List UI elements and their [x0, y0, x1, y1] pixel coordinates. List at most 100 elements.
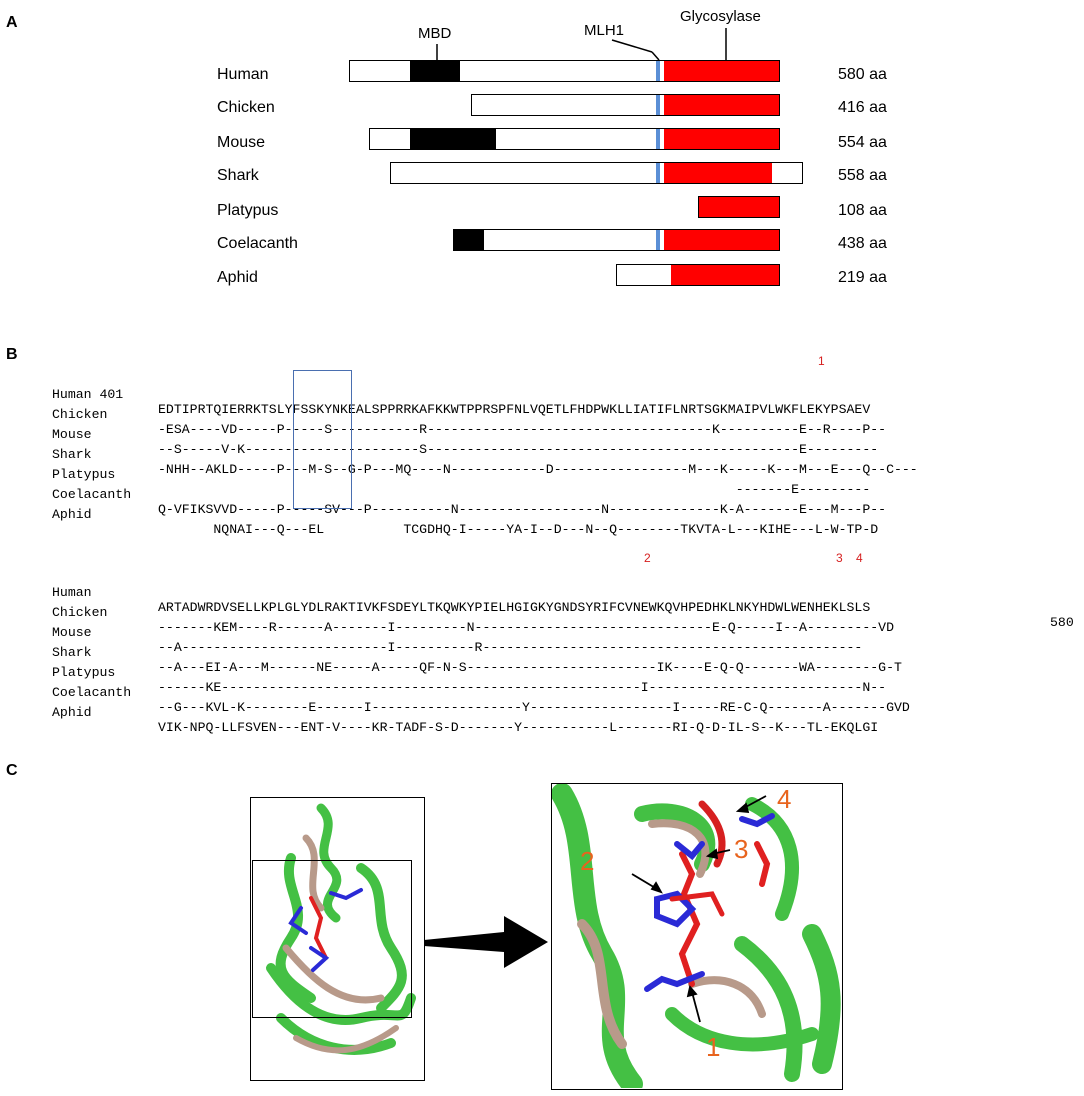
mlh1-motif — [656, 95, 660, 115]
glycosylase-domain — [664, 129, 779, 149]
glycosylase-domain — [664, 95, 779, 115]
alignment-block-1: Human 401 EDTIPRTQIERRKTSLYFSSKYNKEALSPP… — [0, 372, 1084, 537]
panel-a-letter: A — [6, 14, 18, 31]
alignment-row: Coelacanth Q-VFIKSVVD-----P-----SV---P--… — [0, 472, 886, 517]
sequence: --G---KVL-K--------E------I-------------… — [158, 700, 910, 715]
protein-bar-chicken — [471, 94, 780, 116]
residue-label-4: 4 — [777, 784, 792, 814]
glycosylase-domain — [664, 61, 779, 81]
zoom-arrow-icon — [424, 916, 548, 968]
panel-b-letter: B — [6, 346, 18, 363]
alignment-row: Human 401 EDTIPRTQIERRKTSLYFSSKYNKEALSPP… — [0, 372, 870, 417]
residue-label-1: 1 — [706, 1032, 721, 1062]
domain-leader-lines — [436, 28, 727, 61]
sequence: --A---EI-A---M------NE-----A-----QF-N-S-… — [158, 660, 902, 675]
protein-ribbon-overview — [266, 803, 416, 1055]
mbd-label: MBD — [418, 25, 452, 42]
sequence: -NHH--AKLD-----P---M-S--G-P---MQ----N---… — [158, 462, 918, 477]
length-shark: 558 aa — [838, 167, 887, 184]
length-human: 580 aa — [838, 66, 887, 83]
sequence-name: Human — [52, 585, 92, 600]
species-label-aphid: Aphid — [217, 269, 258, 286]
sequence-name: Aphid — [52, 507, 92, 522]
mlh1-motif — [656, 129, 660, 149]
sequence-name: Coelacanth — [52, 487, 132, 502]
alignment-row: Chicken -------KEM----R------A-------I--… — [0, 590, 894, 635]
protein-bar-human — [349, 60, 780, 82]
sequence-name: Shark — [52, 447, 92, 462]
zoom-region-box — [252, 860, 412, 1018]
alignment-row: Platypus ------KE-----------------------… — [0, 650, 886, 695]
sequence: -ESA----VD-----P-----S-----------R------… — [158, 422, 887, 437]
sequence-name: Chicken — [52, 605, 108, 620]
alignment-row: Platypus -------E--------- — [0, 452, 870, 497]
mbd-domain — [410, 129, 496, 149]
species-label-coelacanth: Coelacanth — [217, 235, 298, 252]
species-label-chicken: Chicken — [217, 99, 275, 116]
length-aphid: 219 aa — [838, 269, 887, 286]
protein-ribbon-zoom — [552, 784, 841, 1089]
structure-zoom-image: 4 3 2 1 — [551, 783, 843, 1090]
species-label-platypus: Platypus — [217, 202, 279, 219]
sequence: --A--------------------------I----------… — [158, 640, 863, 655]
species-label-human: Human — [217, 66, 269, 83]
alignment-row: Aphid VIK-NPQ-LLFSVEN---ENT-V----KR-TADF… — [0, 690, 878, 735]
alignment-row: Shark -NHH--AKLD-----P---M-S--G-P---MQ--… — [0, 432, 918, 477]
site-marker-3: 3 — [836, 551, 843, 565]
species-label-shark: Shark — [217, 167, 259, 184]
protein-bar-platypus — [698, 196, 780, 218]
sequence-name: Human 401 — [52, 387, 124, 402]
mlh1-motif — [656, 230, 660, 250]
protein-bar-coelacanth — [453, 229, 780, 251]
residue-label-2: 2 — [580, 846, 595, 876]
alignment-row: Mouse --S-----V-K----------------------S… — [0, 412, 878, 457]
mlh1-motif — [656, 61, 660, 81]
alignment-row: Chicken -ESA----VD-----P-----S----------… — [0, 392, 886, 437]
sequence-name: Mouse — [52, 625, 92, 640]
alignment-row: Human ARTADWRDVSELLKPLGLYDLRAKTIVKFSDEYL… — [0, 570, 1074, 630]
mlh1-motif — [656, 163, 660, 183]
sequence-name: Coelacanth — [52, 685, 132, 700]
sequence-name: Aphid — [52, 705, 92, 720]
sequence-name: Shark — [52, 645, 92, 660]
glycosylase-label: Glycosylase — [680, 8, 761, 25]
sequence: NQNAI---Q---EL TCGDHQ-I-----YA-I--D---N-… — [158, 522, 879, 537]
sequence: --S-----V-K----------------------S------… — [158, 442, 879, 457]
protein-bar-mouse — [369, 128, 780, 150]
sequence: ------KE--------------------------------… — [158, 680, 887, 695]
site-marker-1: 1 — [818, 354, 825, 368]
site-marker-4: 4 — [856, 551, 863, 565]
length-coelacanth: 438 aa — [838, 235, 887, 252]
length-chicken: 416 aa — [838, 99, 887, 116]
glycosylase-domain — [664, 230, 779, 250]
structure-overview-image — [250, 797, 425, 1081]
alignment-block-2: Human ARTADWRDVSELLKPLGLYDLRAKTIVKFSDEYL… — [0, 570, 1084, 735]
mlh1-label: MLH1 — [584, 22, 625, 39]
alignment-row: Coelacanth --G---KVL-K--------E------I--… — [0, 670, 910, 715]
mbd-domain — [410, 61, 460, 81]
site-marker-2: 2 — [644, 551, 651, 565]
sequence: ARTADWRDVSELLKPLGLYDLRAKTIVKFSDEYLTKQWKY… — [158, 600, 871, 615]
sequence-name: Platypus — [52, 665, 116, 680]
alignment-row: Mouse --A--------------------------I----… — [0, 610, 862, 655]
panel-c-letter: C — [6, 762, 18, 779]
alignment-row: Aphid NQNAI---Q---EL TCGDHQ-I-----YA-I--… — [0, 492, 878, 537]
species-label-mouse: Mouse — [217, 134, 266, 151]
sequence-name: Platypus — [52, 467, 116, 482]
sequence: Q-VFIKSVVD-----P-----SV---P----------N--… — [158, 502, 887, 517]
protein-bar-shark — [390, 162, 803, 184]
sequence: -------E--------- — [158, 482, 871, 497]
glycosylase-domain — [671, 265, 779, 285]
conserved-motif-box — [293, 370, 352, 509]
mbd-domain — [454, 230, 484, 250]
glycosylase-domain — [664, 163, 772, 183]
protein-bar-aphid — [616, 264, 780, 286]
sequence: -------KEM----R------A-------I---------N… — [158, 620, 894, 635]
sequence-name: Mouse — [52, 427, 92, 442]
sequence-end-number: 580 — [1050, 615, 1074, 630]
alignment-row: Shark --A---EI-A---M------NE-----A-----Q… — [0, 630, 902, 675]
length-platypus: 108 aa — [838, 202, 887, 219]
sequence: VIK-NPQ-LLFSVEN---ENT-V----KR-TADF-S-D--… — [158, 720, 879, 735]
residue-label-3: 3 — [734, 834, 749, 864]
sequence-name: Chicken — [52, 407, 108, 422]
